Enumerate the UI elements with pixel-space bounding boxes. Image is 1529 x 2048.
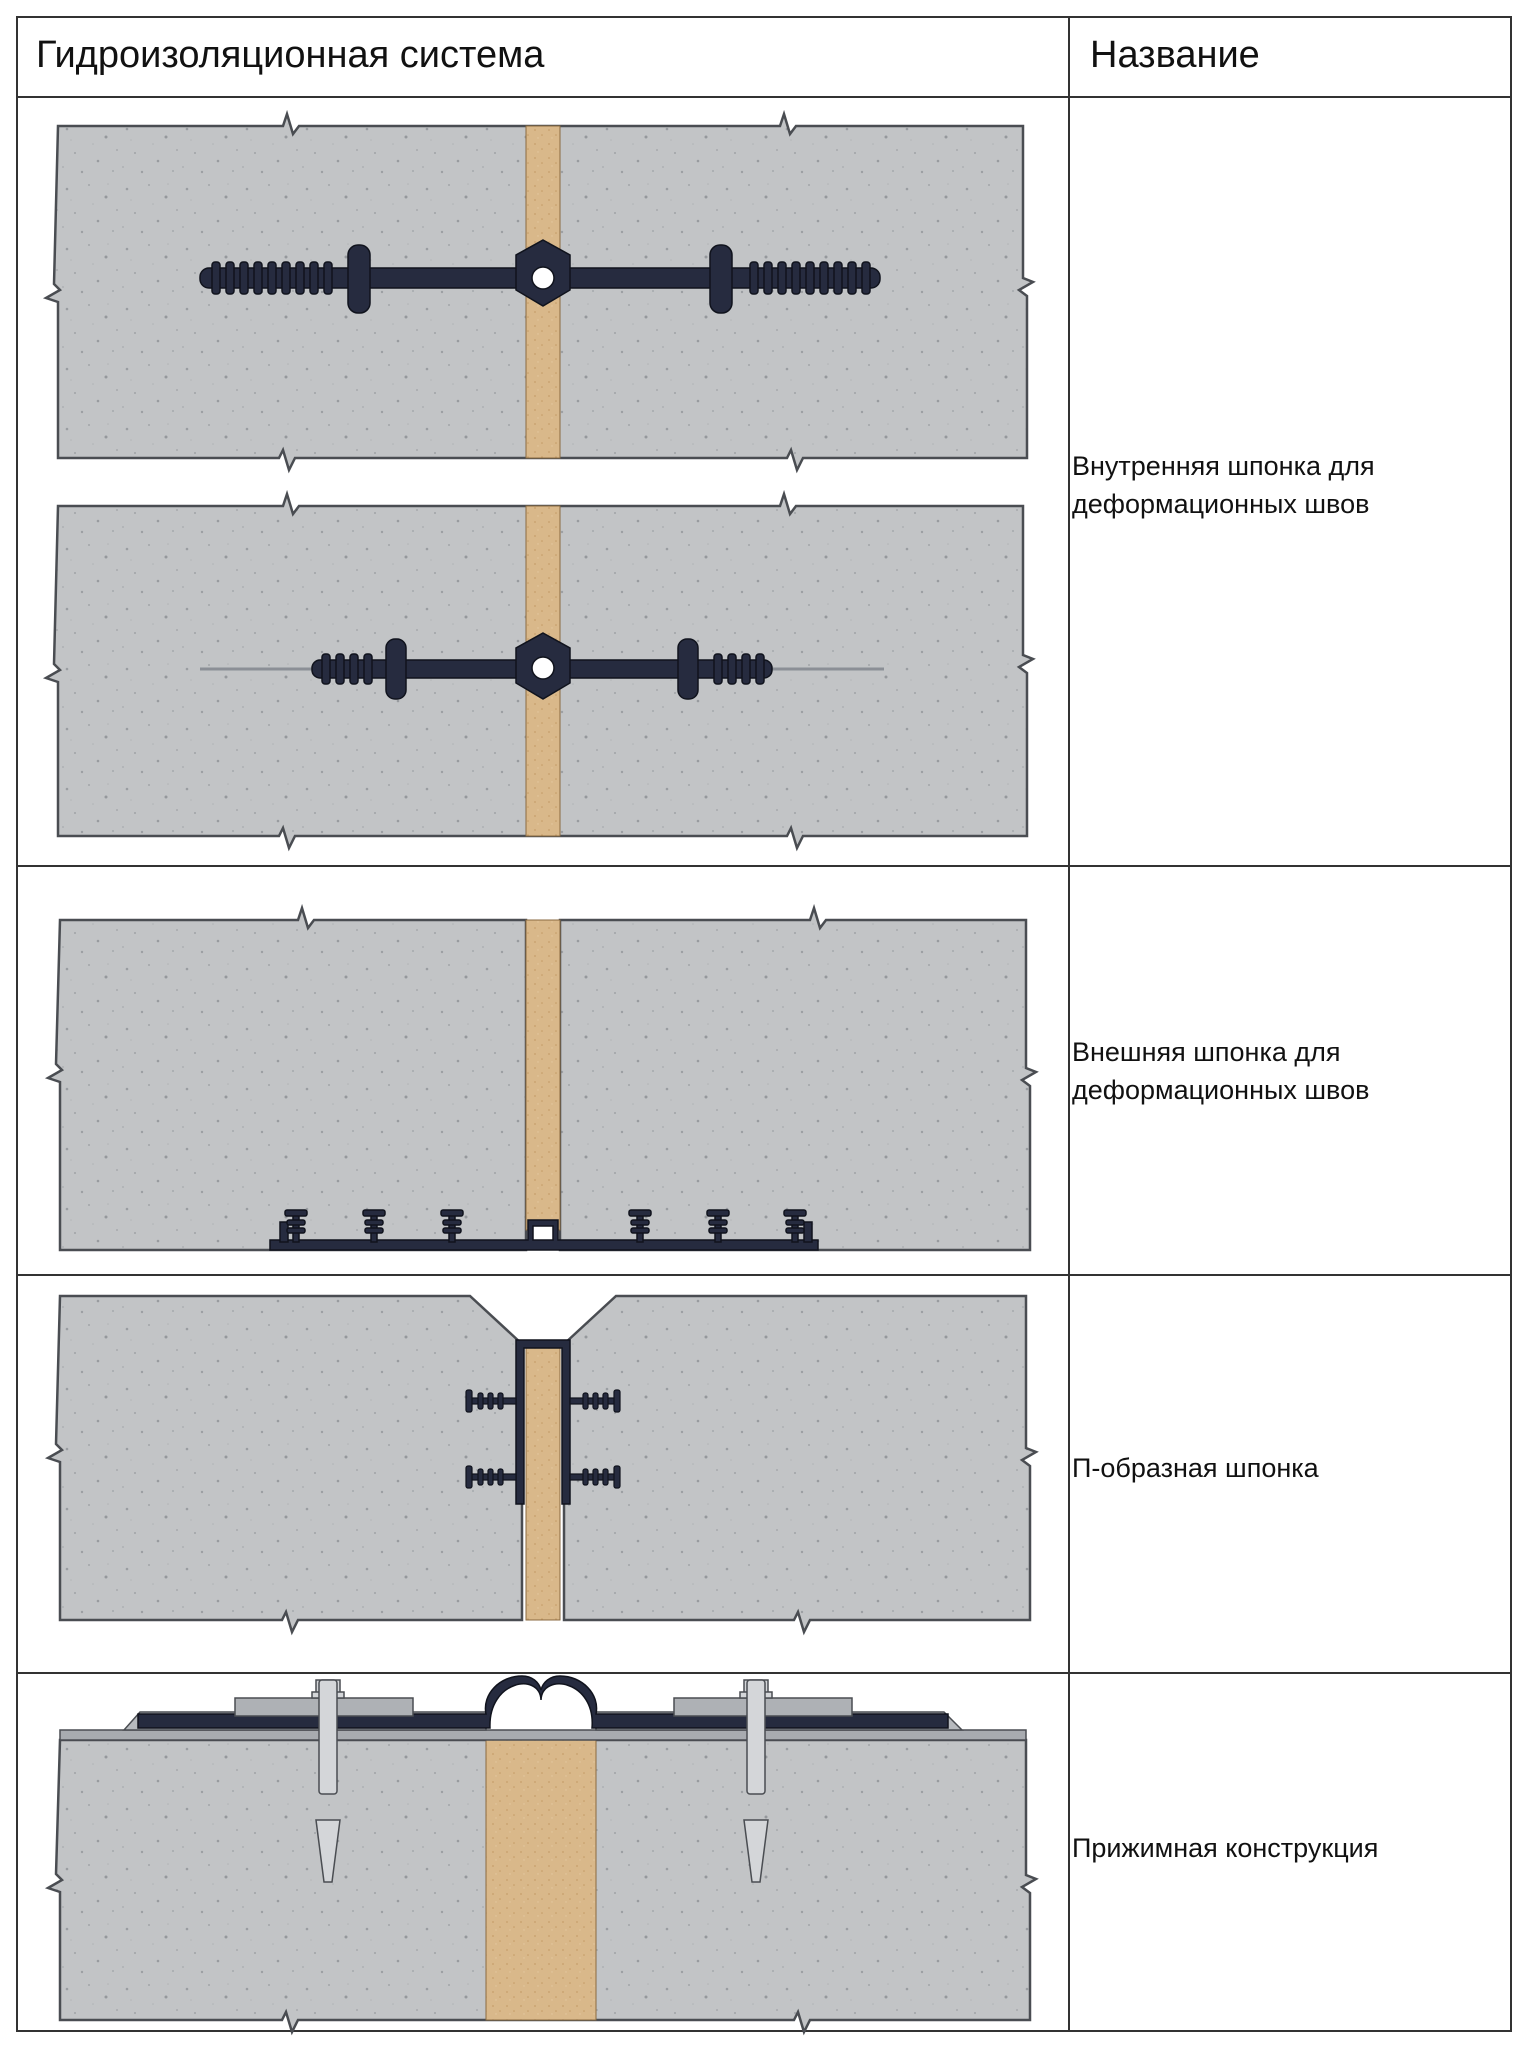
internal-waterstop-diagram-b [42, 489, 1036, 852]
joint-filler [525, 1343, 561, 1621]
row-divider-2 [18, 1274, 1510, 1276]
header-system: Гидроизоляционная система [36, 34, 545, 76]
external-waterstop-diagram [44, 903, 1039, 1252]
center-bulb [532, 1225, 554, 1241]
anchor-bolt-left [311, 1679, 345, 1883]
anchor-ribs [465, 1389, 621, 1489]
concrete-slab-right [558, 903, 1039, 1252]
u-profile [515, 1339, 571, 1505]
u-shaped-waterstop-diagram [44, 1294, 1039, 1636]
row-divider-1 [18, 865, 1510, 867]
joint-filler [525, 919, 561, 1231]
concrete-slab-left [44, 1294, 524, 1636]
header-divider [18, 96, 1510, 98]
base-plate [59, 1729, 1027, 1741]
anchor-bolt-right [739, 1679, 773, 1883]
center-bulb-hole [531, 266, 555, 290]
clamping-construction-diagram [44, 1675, 1039, 2036]
row-name-external-waterstop: Внешняя шпонка для деформационных швов [1072, 1037, 1370, 1105]
concrete-slab-left [44, 903, 528, 1252]
row-divider-3 [18, 1672, 1510, 1674]
center-bulb-hole [531, 656, 555, 680]
row-name-clamping-construction: Прижимная конструкция [1072, 1833, 1379, 1863]
internal-waterstop-diagram-a [42, 109, 1036, 474]
joint-filler [485, 1739, 597, 2021]
row-name-internal-waterstop: Внутренняя шпонка для деформационных шво… [1072, 451, 1375, 519]
row-name-u-shaped-waterstop: П-образная шпонка [1072, 1453, 1319, 1483]
header-name: Название [1090, 34, 1260, 76]
column-divider [1068, 18, 1070, 2030]
concrete-slab-right [562, 1294, 1039, 1636]
waterproofing-table [16, 16, 1512, 2032]
